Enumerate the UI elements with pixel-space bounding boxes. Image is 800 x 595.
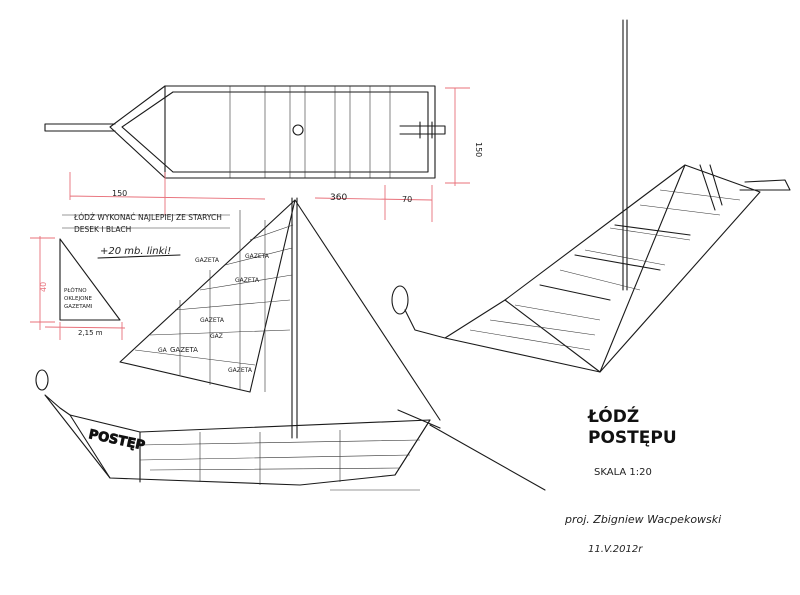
perspective-view [391, 19, 791, 373]
sail-label: GAZETA [228, 367, 253, 374]
dimension-hull: 360 [330, 193, 347, 203]
dimension-sail-height: 40 [39, 282, 48, 292]
dimension-lines [30, 87, 470, 340]
sail-label: GAZETA [200, 317, 225, 324]
side-view [35, 197, 546, 491]
sail-label: GAZETA [170, 346, 198, 354]
sail-label: GAZETA [195, 257, 220, 264]
note-rope: +20 mb. linki! [100, 246, 171, 257]
sail-label: GAZ [210, 333, 223, 340]
top-view [44, 85, 446, 179]
dimension-width: 150 [474, 142, 483, 157]
date: 11.V.2012r [588, 544, 643, 555]
signature: proj. Zbigniew Wacpekowski [564, 513, 721, 526]
note-line-1: ŁÓDŹ WYKONAĆ NAJLEPIEJ ZE STARYCH [73, 213, 222, 222]
dimension-sail-base: 2,15 m [78, 329, 103, 337]
sail-label: GAZETA [235, 277, 260, 284]
note-line-2: DESEK I BLACH [74, 225, 131, 234]
scale-label: SKALA 1:20 [594, 467, 652, 478]
sail-label: GAZETA [245, 253, 270, 260]
sail-note-2: OKLEJONE [64, 296, 93, 302]
sail-note-3: GAZETAMI [64, 304, 93, 310]
title-line-2: POSTĘPU [588, 428, 677, 448]
dimension-stern: 70 [402, 195, 412, 204]
sail-label: GA [158, 347, 168, 354]
sail-note-1: PŁÓTNO [64, 287, 87, 294]
title-line-1: ŁÓDŹ [587, 405, 639, 427]
sail-detail [59, 238, 121, 321]
dimension-bow: 150 [112, 189, 127, 198]
